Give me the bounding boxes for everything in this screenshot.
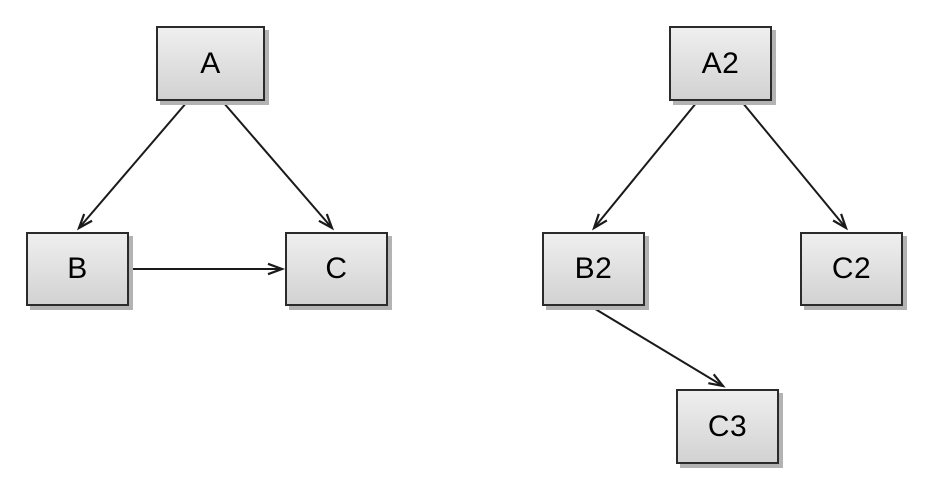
node-a2[interactable]: A2 <box>669 26 772 101</box>
arrowhead-icon <box>832 213 849 231</box>
node-c[interactable]: C <box>285 232 388 306</box>
edge-line <box>222 101 333 228</box>
node-label: A <box>200 46 221 80</box>
edge-b2-c3[interactable] <box>591 306 726 388</box>
arrowhead-icon <box>592 213 608 231</box>
node-label: C2 <box>831 252 872 285</box>
arrowhead-icon <box>318 213 335 231</box>
edge-line <box>78 101 188 228</box>
node-a[interactable]: A <box>156 26 265 101</box>
node-label: C3 <box>707 409 748 443</box>
arrowhead-icon <box>76 213 93 231</box>
edge-a2-b2[interactable] <box>592 101 698 231</box>
node-label: B <box>67 252 88 285</box>
node-c2[interactable]: C2 <box>800 232 903 306</box>
node-b2[interactable]: B2 <box>542 232 645 306</box>
node-b[interactable]: B <box>26 232 129 306</box>
edge-a-c[interactable] <box>222 101 335 231</box>
edge-line <box>741 101 847 228</box>
edge-a-b[interactable] <box>76 101 188 231</box>
edge-a2-c2[interactable] <box>741 101 849 231</box>
arrowhead-icon <box>708 373 726 388</box>
node-c3[interactable]: C3 <box>676 389 779 464</box>
node-label: A2 <box>701 46 740 80</box>
edge-line <box>593 101 698 228</box>
arrowhead-icon <box>267 262 286 276</box>
node-label: C <box>325 252 348 285</box>
edge-b-c[interactable] <box>131 262 286 276</box>
node-label: B2 <box>574 252 613 285</box>
edge-line <box>591 306 723 387</box>
